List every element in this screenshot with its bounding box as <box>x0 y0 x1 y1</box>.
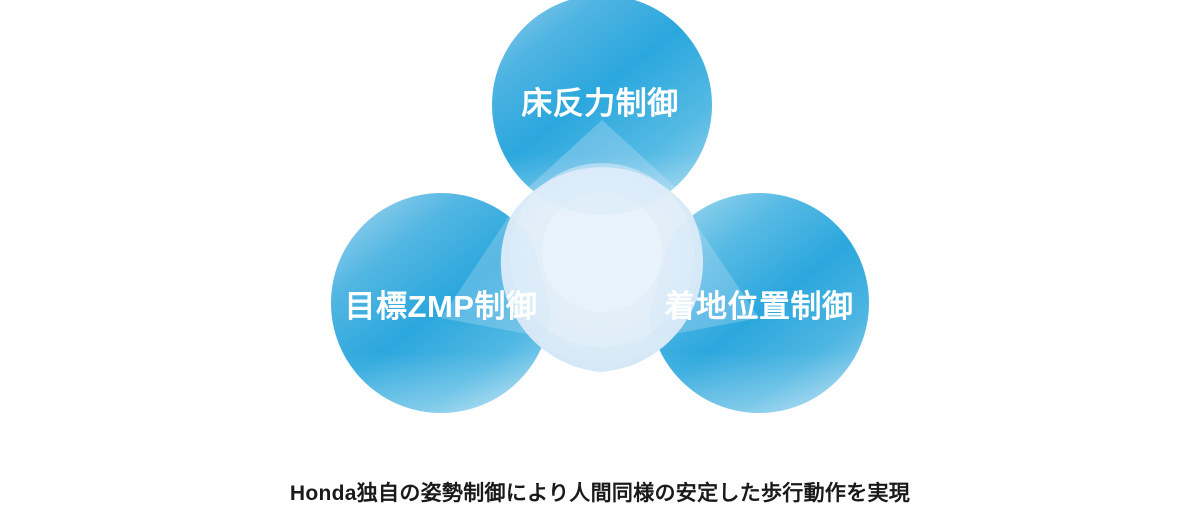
venn-diagram: 床反力制御 目標ZMP制御 着地位置制御 <box>331 0 869 413</box>
wedge-left <box>441 200 551 340</box>
venn-circles-graphic <box>331 0 869 413</box>
wedge-top <box>498 120 706 215</box>
circle-left-shape <box>331 193 551 413</box>
circle-right-shape <box>649 193 869 413</box>
circle-top-shape <box>492 0 712 215</box>
diagram-caption: Honda独自の姿勢制御により人間同様の安定した歩行動作を実現 <box>289 482 911 505</box>
center-glow-inner <box>542 192 662 312</box>
